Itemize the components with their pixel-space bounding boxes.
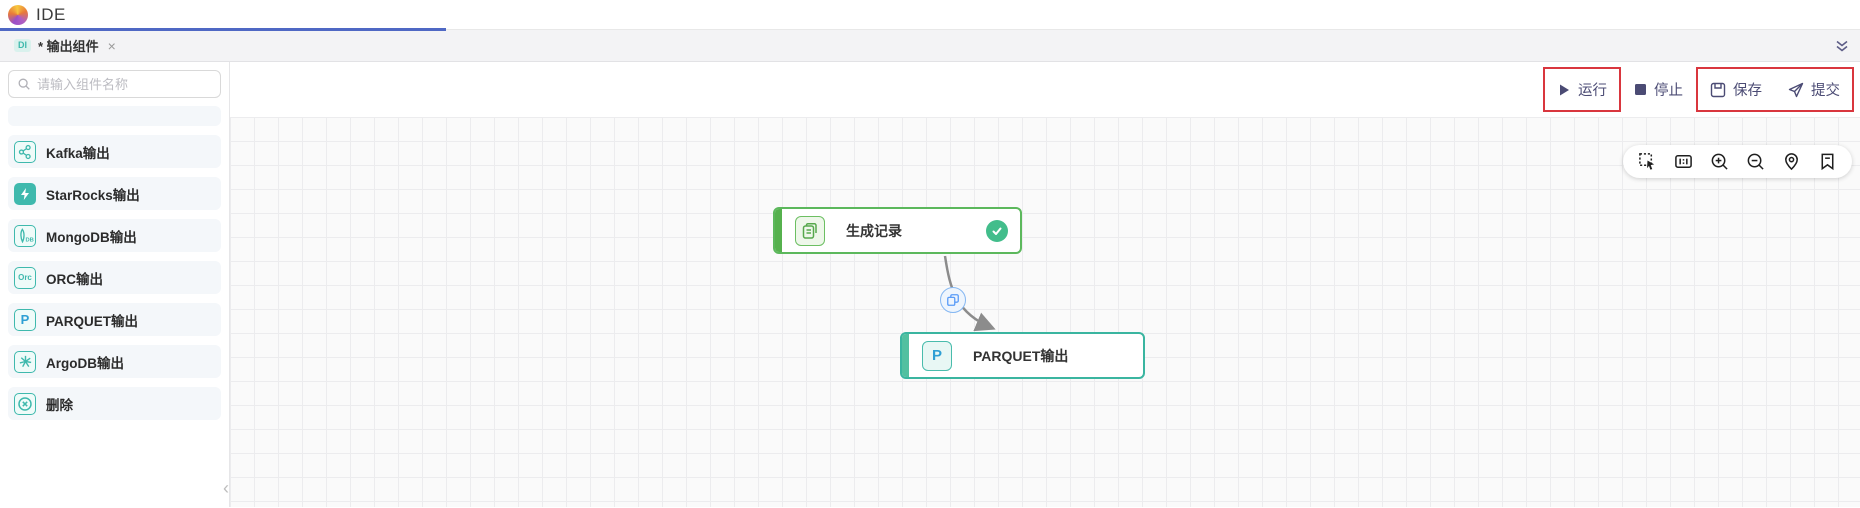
minimap-icon[interactable] bbox=[1674, 152, 1693, 171]
search-icon bbox=[18, 78, 30, 90]
mongodb-icon: DB bbox=[14, 224, 36, 247]
canvas-toolbar bbox=[1623, 145, 1852, 178]
app-title: IDE bbox=[36, 4, 66, 24]
node-accent-bar bbox=[775, 209, 782, 252]
save-icon bbox=[1710, 82, 1726, 97]
argodb-icon bbox=[14, 350, 36, 373]
tab-output-component[interactable]: DI * 输出组件 × bbox=[10, 30, 122, 61]
list-item[interactable]: Kafka输出 bbox=[8, 135, 221, 168]
run-button[interactable]: 运行 bbox=[1557, 79, 1607, 100]
list-item[interactable]: P PARQUET输出 bbox=[8, 303, 221, 336]
component-search[interactable] bbox=[8, 70, 221, 98]
component-list: Kafka输出 StarRocks输出 DB MongoDB输出 Orc ORC… bbox=[8, 135, 221, 420]
list-item[interactable]: ArgoDB输出 bbox=[8, 345, 221, 378]
app-logo-icon bbox=[8, 4, 28, 25]
stop-icon bbox=[1635, 84, 1646, 95]
node-parquet-output[interactable]: P PARQUET输出 bbox=[900, 332, 1145, 379]
zoom-in-icon[interactable] bbox=[1710, 152, 1729, 171]
bookmark-icon[interactable] bbox=[1818, 152, 1837, 171]
parquet-node-icon: P bbox=[922, 340, 952, 371]
tab-label: * 输出组件 bbox=[38, 39, 99, 54]
starrocks-icon bbox=[14, 182, 36, 205]
run-highlight-box: 运行 bbox=[1543, 67, 1621, 112]
double-chevron-down-icon[interactable] bbox=[1834, 38, 1850, 54]
node-label: PARQUET输出 bbox=[973, 347, 1069, 364]
delete-icon bbox=[14, 392, 36, 415]
record-icon bbox=[795, 215, 825, 246]
check-circle-icon bbox=[986, 219, 1008, 242]
component-sidebar: Kafka输出 StarRocks输出 DB MongoDB输出 Orc ORC… bbox=[0, 62, 230, 507]
sidebar-collapse-icon[interactable]: ‹ bbox=[223, 478, 229, 498]
save-button[interactable]: 保存 bbox=[1710, 79, 1762, 100]
orc-icon: Orc bbox=[14, 266, 36, 289]
canvas-actionbar: 运行 停止 保存 bbox=[230, 62, 1860, 117]
app-header: IDE bbox=[0, 0, 1860, 31]
active-nav-underline bbox=[0, 28, 446, 31]
search-input[interactable] bbox=[37, 76, 212, 92]
node-accent-bar bbox=[902, 334, 909, 377]
flow-canvas[interactable]: 生成记录 P PARQUET输出 bbox=[230, 117, 1860, 507]
play-icon bbox=[1560, 84, 1569, 95]
copy-icon bbox=[947, 294, 959, 306]
edge-copy-tool[interactable] bbox=[940, 287, 966, 313]
kafka-icon bbox=[14, 140, 36, 163]
stop-button[interactable]: 停止 bbox=[1634, 79, 1683, 100]
save-submit-highlight-box: 保存 提交 bbox=[1696, 67, 1854, 112]
list-item[interactable]: 删除 bbox=[8, 387, 221, 420]
marquee-select-icon[interactable] bbox=[1638, 152, 1657, 171]
node-generate-records[interactable]: 生成记录 bbox=[773, 207, 1022, 254]
parquet-icon: P bbox=[14, 308, 36, 331]
submit-button[interactable]: 提交 bbox=[1788, 79, 1840, 100]
canvas-panel: 运行 停止 保存 bbox=[230, 62, 1860, 507]
list-item[interactable]: Orc ORC输出 bbox=[8, 261, 221, 294]
list-item[interactable]: StarRocks输出 bbox=[8, 177, 221, 210]
tab-close-icon[interactable]: × bbox=[107, 37, 116, 54]
send-icon bbox=[1788, 82, 1804, 97]
zoom-out-icon[interactable] bbox=[1746, 152, 1765, 171]
locate-icon[interactable] bbox=[1782, 152, 1801, 171]
tab-type-badge: DI bbox=[14, 39, 31, 52]
node-label: 生成记录 bbox=[846, 222, 902, 239]
tab-bar: DI * 输出组件 × bbox=[0, 30, 1860, 62]
list-item[interactable]: DB MongoDB输出 bbox=[8, 219, 221, 252]
svg-text:DB: DB bbox=[25, 237, 33, 243]
list-item-partial[interactable] bbox=[8, 106, 221, 126]
